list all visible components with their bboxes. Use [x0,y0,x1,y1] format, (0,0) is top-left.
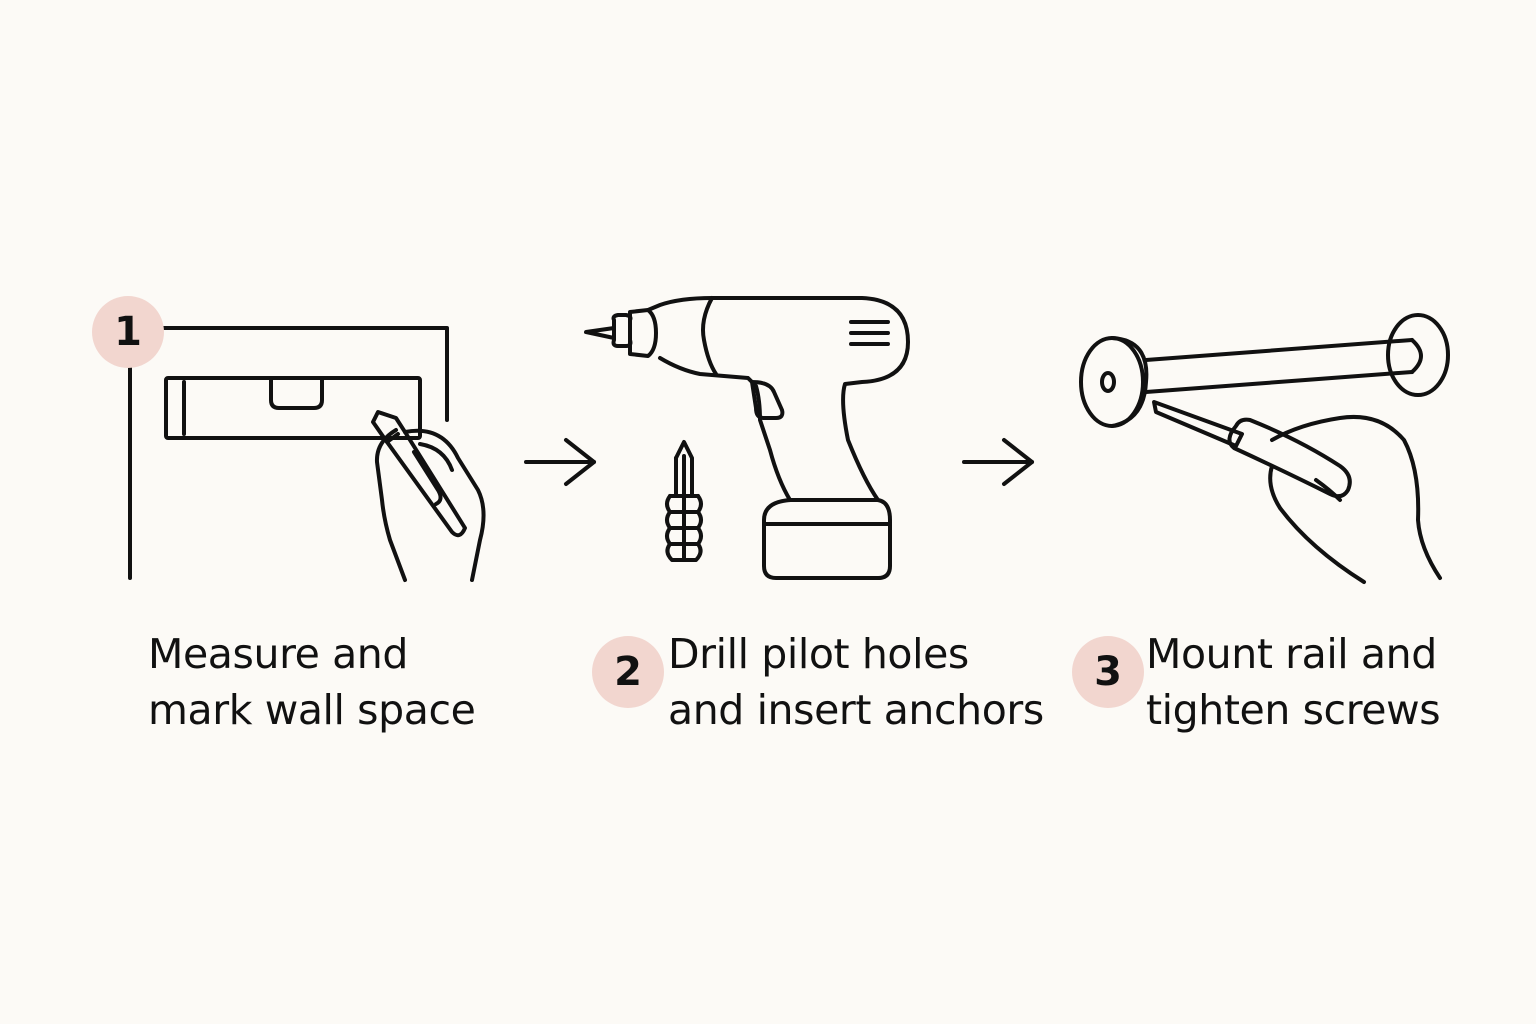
rail-and-screwdriver-icon [1079,313,1450,584]
cordless-drill-icon [584,296,910,580]
step-2-line-1: Drill pilot holes [668,630,969,678]
step-2-badge: 2 [592,636,664,708]
arrow-right-icon [524,438,596,486]
step-2-label: Drill pilot holes and insert anchors [668,626,1044,738]
step-3-number: 3 [1094,649,1122,695]
step-1-line-2: mark wall space [148,686,476,734]
step-1-line-1: Measure and [148,630,409,678]
arrow-right-icon [962,438,1034,486]
step-3-line-1: Mount rail and [1146,630,1437,678]
hand-with-screwdriver [1152,400,1442,584]
step-2-line-2: and insert anchors [668,686,1044,734]
step-1-number: 1 [114,309,142,355]
step-3-label: Mount rail and tighten screws [1146,626,1441,738]
towel-rail [1079,313,1450,428]
wall-anchor-icon [665,440,703,562]
step-3-badge: 3 [1072,636,1144,708]
step-3-line-2: tighten screws [1146,686,1441,734]
hand-with-pencil [371,410,486,582]
wall-outline [128,326,449,580]
level-and-pencil-icon [128,326,486,582]
step-1-badge: 1 [92,296,164,368]
step-1-label: Measure and mark wall space [148,626,476,738]
step-2-number: 2 [614,649,642,695]
spirit-level [164,376,422,440]
